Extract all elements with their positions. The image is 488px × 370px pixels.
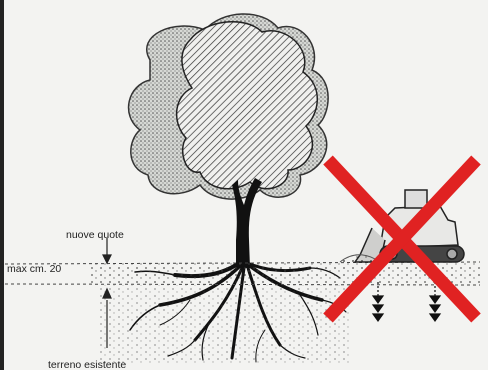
existing-soil <box>100 285 350 365</box>
existing-ground-label: terreno esistente <box>48 359 126 370</box>
frame-edge <box>0 0 4 370</box>
compaction-arrows <box>373 282 440 321</box>
max-fill-label: max cm. 20 <box>7 263 61 275</box>
new-level-label: nuove quote <box>66 229 124 241</box>
tree-canopy <box>129 14 329 199</box>
